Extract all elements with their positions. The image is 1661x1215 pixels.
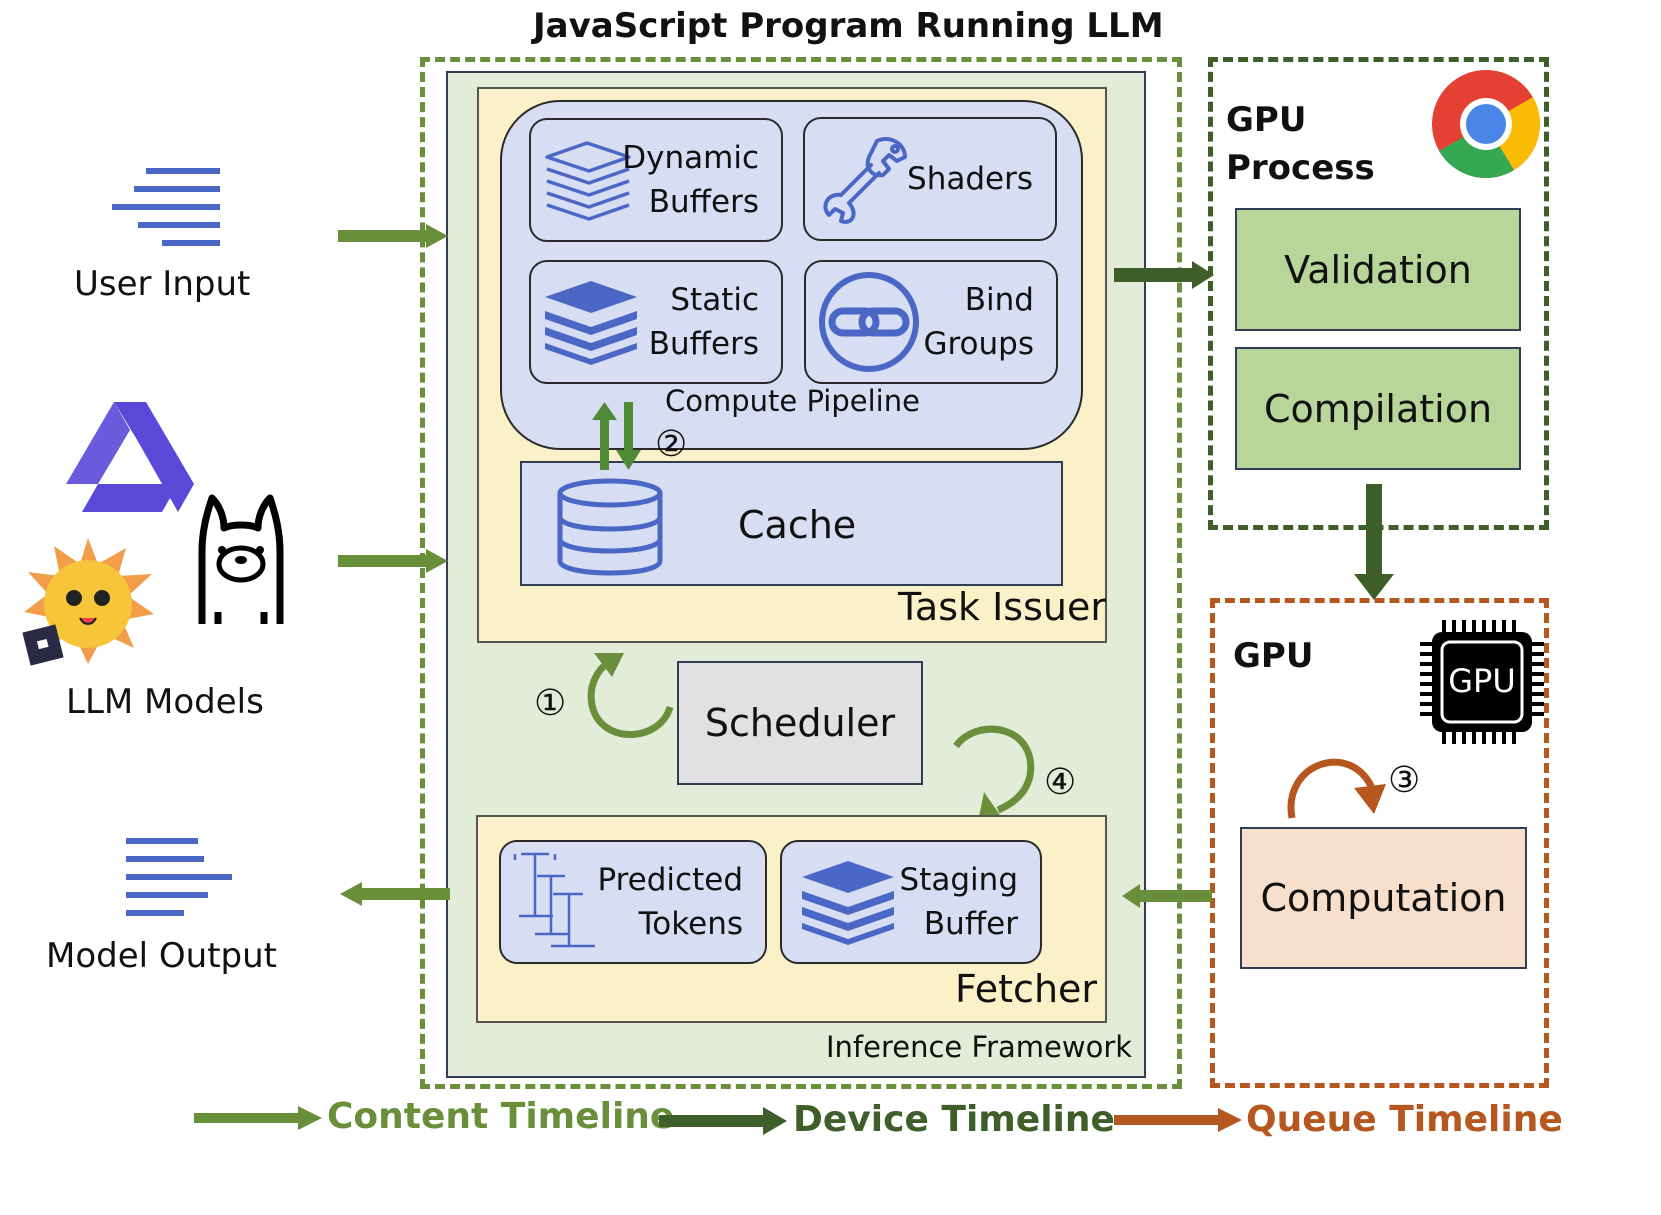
llama-logo-icon bbox=[188, 492, 294, 628]
scheduler-box: Scheduler bbox=[677, 661, 923, 785]
task-issuer-to-gpu-process-arrow bbox=[1114, 260, 1216, 290]
buffers-filled-icon bbox=[543, 279, 639, 365]
gpu-process-line2: Process bbox=[1226, 148, 1375, 188]
user-input-arrow bbox=[338, 222, 450, 250]
legend-content-arrow bbox=[194, 1104, 324, 1132]
step-1-marker: ① bbox=[534, 683, 567, 724]
qwen-logo-icon bbox=[66, 402, 194, 524]
pipeline-cache-arrows bbox=[590, 400, 646, 472]
validation-label: Validation bbox=[1284, 247, 1472, 292]
cycle-arrow-4 bbox=[948, 718, 1044, 828]
fetcher-label: Fetcher bbox=[955, 967, 1098, 1011]
gpu-process-line1: GPU bbox=[1226, 100, 1307, 140]
computation-box: Computation bbox=[1240, 827, 1527, 969]
gpu-to-fetcher-arrow bbox=[1120, 882, 1212, 910]
bind-groups-line1: Bind bbox=[964, 282, 1034, 318]
wrench-icon bbox=[817, 131, 913, 227]
validation-box: Validation bbox=[1235, 208, 1521, 331]
dynamic-buffers-line2: Buffers bbox=[648, 184, 759, 220]
gpu-label: GPU bbox=[1233, 636, 1314, 676]
gpu-process-label: GPU Process bbox=[1226, 96, 1375, 192]
shaders-card: Shaders bbox=[803, 117, 1057, 241]
llm-models-arrow bbox=[338, 547, 450, 575]
compilation-label: Compilation bbox=[1263, 386, 1493, 431]
llm-models-label: LLM Models bbox=[66, 682, 264, 722]
buffers-filled-icon-2 bbox=[800, 859, 896, 945]
step-2-marker: ② bbox=[655, 424, 688, 465]
gpu-chip-text: GPU bbox=[1448, 662, 1516, 700]
javascript-program-frame bbox=[420, 57, 1182, 1089]
static-buffers-line2: Buffers bbox=[648, 326, 759, 362]
gpu-frame bbox=[1210, 598, 1549, 1088]
predicted-tokens-line2: Tokens bbox=[638, 906, 743, 942]
text-tokens-icon bbox=[511, 850, 607, 954]
dynamic-buffers-line1: Dynamic bbox=[622, 140, 759, 176]
staging-buffer-card: Staging Buffer bbox=[780, 840, 1042, 964]
scheduler-label: Scheduler bbox=[704, 701, 896, 745]
link-icon bbox=[818, 271, 920, 373]
user-input-icon bbox=[112, 168, 222, 250]
bind-groups-line2: Groups bbox=[923, 326, 1034, 362]
diagram-title: JavaScript Program Running LLM bbox=[533, 6, 1164, 46]
compilation-box: Compilation bbox=[1235, 347, 1521, 470]
static-buffers-line1: Static bbox=[670, 282, 759, 318]
mascot-logo-icon bbox=[18, 534, 158, 670]
buffers-outline-icon bbox=[543, 135, 633, 225]
gpu-chip-icon: GPU bbox=[1418, 618, 1546, 746]
staging-buffer-line1: Staging bbox=[899, 862, 1018, 898]
shaders-label: Shaders bbox=[907, 161, 1033, 197]
static-buffers-card: Static Buffers bbox=[529, 260, 783, 384]
step-3-marker: ③ bbox=[1388, 760, 1421, 801]
model-output-arrow bbox=[338, 880, 450, 908]
cycle-arrow-3 bbox=[1280, 744, 1396, 826]
model-output-icon bbox=[126, 838, 232, 920]
legend-device-arrow bbox=[659, 1106, 789, 1136]
inference-framework-label: Inference Framework bbox=[826, 1030, 1133, 1064]
staging-buffer-line2: Buffer bbox=[923, 906, 1018, 942]
step-4-marker: ④ bbox=[1044, 762, 1077, 803]
predicted-tokens-line1: Predicted bbox=[597, 862, 743, 898]
cache-label: Cache bbox=[738, 503, 857, 547]
bind-groups-card: Bind Groups bbox=[804, 260, 1058, 384]
predicted-tokens-card: Predicted Tokens bbox=[499, 840, 767, 964]
chrome-icon bbox=[1430, 68, 1542, 180]
device-arrow-down bbox=[1352, 484, 1396, 602]
dynamic-buffers-card: Dynamic Buffers bbox=[529, 118, 783, 242]
legend-device-label: Device Timeline bbox=[793, 1099, 1115, 1140]
user-input-label: User Input bbox=[74, 264, 251, 304]
model-output-label: Model Output bbox=[46, 936, 277, 976]
compute-pipeline-label: Compute Pipeline bbox=[665, 384, 920, 418]
database-icon bbox=[556, 477, 664, 577]
legend-queue-arrow bbox=[1114, 1106, 1244, 1136]
cache-box: Cache bbox=[520, 461, 1063, 586]
legend-content-label: Content Timeline bbox=[327, 1096, 675, 1137]
cycle-arrow-1 bbox=[580, 645, 680, 745]
task-issuer-label: Task Issuer bbox=[898, 585, 1106, 629]
computation-label: Computation bbox=[1260, 876, 1507, 920]
legend-queue-label: Queue Timeline bbox=[1246, 1099, 1563, 1140]
